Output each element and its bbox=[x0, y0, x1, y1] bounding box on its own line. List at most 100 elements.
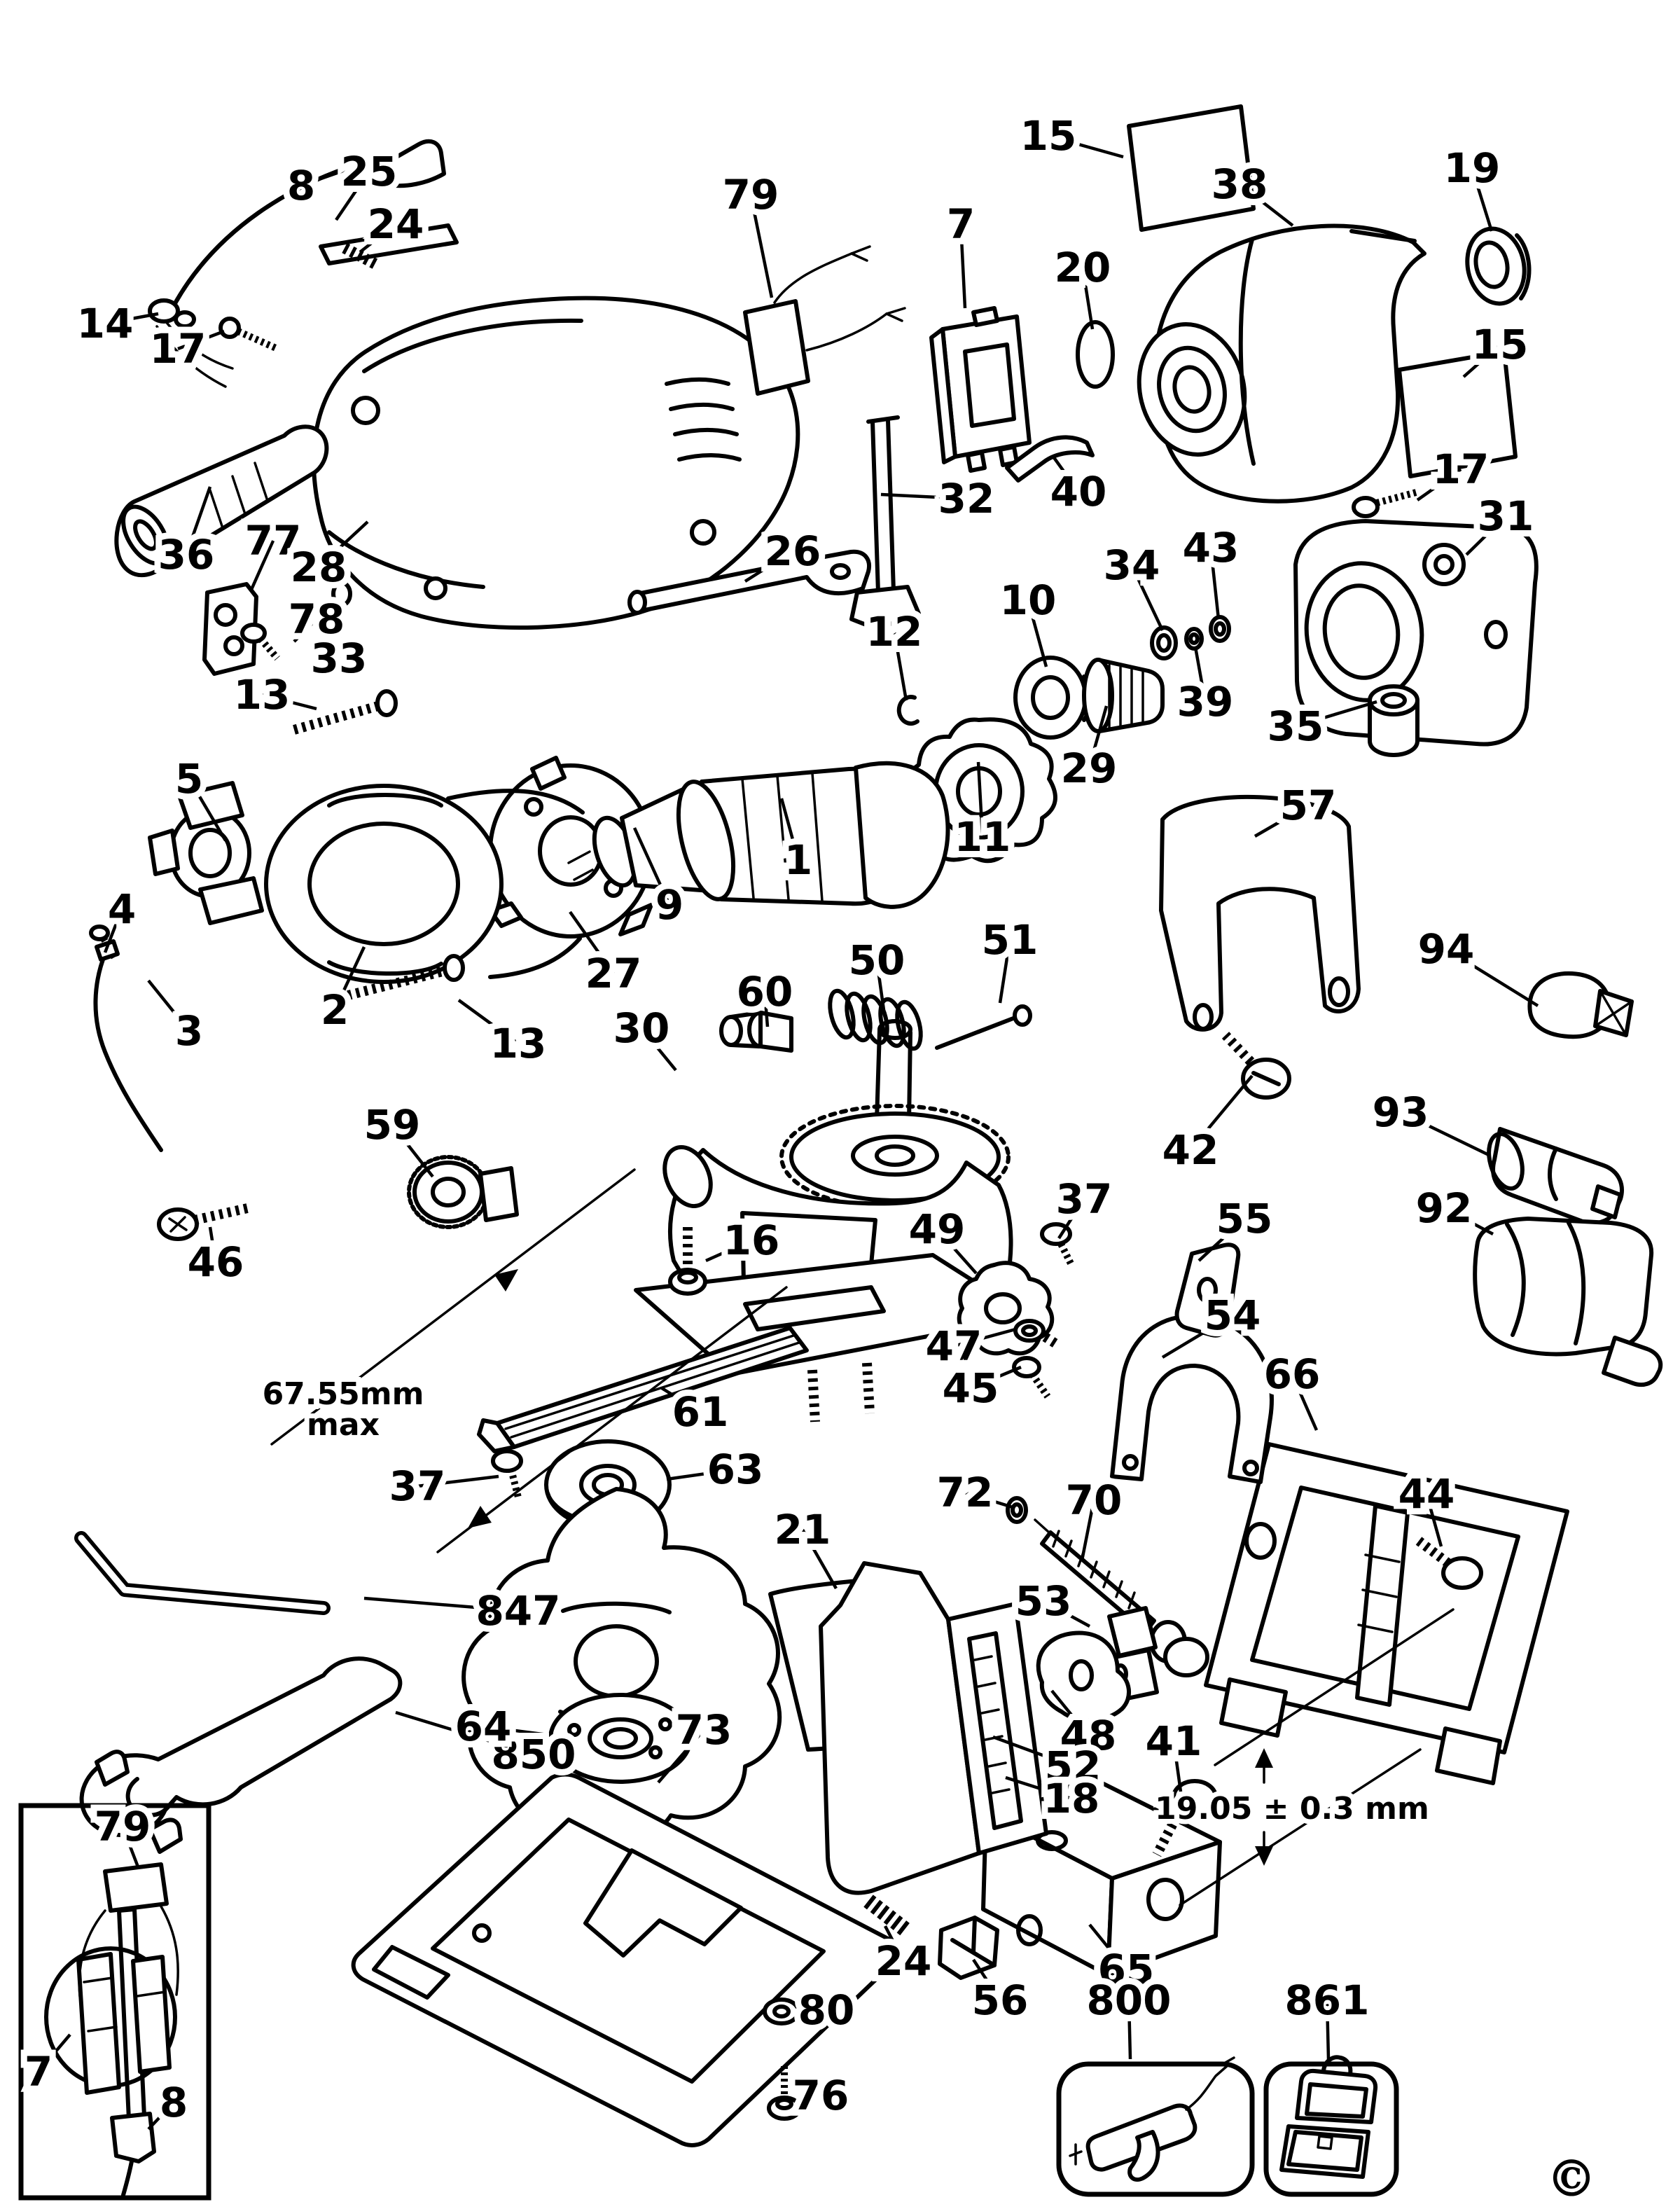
part-o-ring bbox=[1076, 320, 1115, 389]
leader-13 bbox=[457, 999, 520, 1045]
callout-79: 79 bbox=[723, 171, 779, 219]
callout-57: 57 bbox=[1280, 782, 1337, 829]
part-seal-ring bbox=[1465, 226, 1532, 306]
part-curved-fence bbox=[1110, 1314, 1274, 1484]
callout-66: 66 bbox=[1264, 1350, 1321, 1398]
part-motor-housing bbox=[1137, 223, 1426, 504]
leader-33 bbox=[337, 603, 344, 659]
part-clamshell-housing bbox=[311, 296, 800, 630]
leader-64 bbox=[483, 1724, 554, 1738]
callout-92: 92 bbox=[1416, 1184, 1473, 1232]
leader-76 bbox=[802, 2093, 821, 2103]
callout-94: 94 bbox=[1418, 925, 1475, 973]
leader-78 bbox=[293, 618, 318, 643]
part-fence-frame bbox=[1204, 1442, 1569, 1785]
leader-28 bbox=[317, 520, 369, 569]
callout-93: 93 bbox=[1373, 1088, 1429, 1136]
leader-24 bbox=[884, 1925, 905, 1962]
callout-24: 24 bbox=[368, 200, 424, 248]
leader-30 bbox=[640, 1027, 677, 1072]
part-handle-grip bbox=[114, 424, 329, 577]
part-armature bbox=[567, 761, 950, 909]
callout-56: 56 bbox=[972, 1976, 1029, 2024]
part-label-15b bbox=[1397, 349, 1518, 478]
callout-27: 27 bbox=[585, 950, 642, 997]
part-front-block bbox=[981, 1777, 1222, 1977]
callout-32: 32 bbox=[938, 475, 995, 522]
callout-28: 28 bbox=[291, 543, 347, 591]
callout-54: 54 bbox=[1205, 1292, 1261, 1339]
leader-8 bbox=[300, 152, 391, 188]
callout-20: 20 bbox=[1055, 244, 1111, 291]
callout-1: 1 bbox=[784, 836, 812, 884]
callout-847: 847 bbox=[475, 1587, 560, 1635]
leader-79 bbox=[749, 194, 774, 298]
callout-24: 24 bbox=[875, 1937, 932, 1985]
leader-4 bbox=[103, 908, 124, 953]
leader-31 bbox=[1465, 515, 1507, 556]
callout-17: 17 bbox=[150, 325, 207, 373]
callout-44: 44 bbox=[1398, 1470, 1455, 1518]
callout-12: 12 bbox=[866, 608, 923, 656]
part-knob-48 bbox=[1036, 1630, 1132, 1723]
callout-47: 47 bbox=[926, 1322, 983, 1370]
part-screw-76 bbox=[767, 2066, 802, 2121]
callout-59: 59 bbox=[364, 1101, 421, 1149]
callout-25: 25 bbox=[341, 148, 398, 195]
leader-27 bbox=[569, 910, 615, 975]
callout-15: 15 bbox=[1472, 321, 1529, 368]
leader-36 bbox=[184, 486, 212, 555]
leader-43 bbox=[1209, 547, 1221, 620]
leader-10 bbox=[1026, 600, 1048, 667]
leader-92 bbox=[1443, 1207, 1494, 1235]
leader-35 bbox=[1295, 700, 1377, 728]
callout-34: 34 bbox=[1104, 541, 1160, 589]
leader-2 bbox=[333, 946, 366, 1011]
callout-51: 51 bbox=[982, 916, 1039, 964]
part-lock-bar bbox=[627, 549, 871, 615]
part-hex-key bbox=[74, 1531, 331, 1615]
callout-48: 48 bbox=[1060, 1712, 1117, 1759]
leader-52 bbox=[992, 1735, 1074, 1768]
callout-78: 78 bbox=[289, 595, 345, 643]
callout-43: 43 bbox=[1183, 524, 1240, 572]
leader-41 bbox=[1172, 1740, 1183, 1792]
callout-70: 70 bbox=[1066, 1476, 1123, 1524]
part-pin-51 bbox=[935, 1004, 1032, 1050]
callout-30: 30 bbox=[613, 1004, 670, 1052]
part-grommet-72 bbox=[1006, 1496, 1028, 1524]
leader-24 bbox=[359, 223, 397, 254]
leader-16 bbox=[705, 1238, 752, 1263]
callout-60: 60 bbox=[737, 968, 793, 1016]
part-gear-case bbox=[1293, 519, 1539, 747]
leader-850 bbox=[395, 1710, 534, 1757]
part-inner-flange bbox=[548, 1693, 693, 1784]
callout-77: 77 bbox=[245, 517, 302, 565]
callout-80: 80 bbox=[798, 1986, 855, 2034]
part-lever-40 bbox=[1005, 435, 1095, 483]
part-screw-17b bbox=[1352, 488, 1420, 518]
part-capacitor bbox=[743, 245, 906, 396]
part-field bbox=[264, 784, 585, 984]
callout-46: 46 bbox=[188, 1238, 244, 1286]
part-screw-37b bbox=[491, 1449, 523, 1499]
callout-63: 63 bbox=[707, 1446, 764, 1493]
part-switch-slider bbox=[319, 218, 459, 265]
callout-21: 21 bbox=[775, 1506, 831, 1553]
leader-15 bbox=[1048, 134, 1124, 159]
leader-93 bbox=[1400, 1110, 1491, 1158]
leader-53 bbox=[1042, 1600, 1091, 1628]
leader-34 bbox=[1130, 565, 1165, 631]
leader-9 bbox=[632, 827, 672, 906]
part-spring-24b bbox=[863, 1895, 911, 1937]
leader-40 bbox=[1052, 455, 1080, 493]
callout-16: 16 bbox=[723, 1217, 780, 1264]
part-screw-45 bbox=[1012, 1356, 1051, 1399]
leader-65 bbox=[1088, 1923, 1127, 1971]
leader-49 bbox=[936, 1228, 978, 1275]
leader-66 bbox=[1290, 1373, 1319, 1431]
callout-41: 41 bbox=[1146, 1717, 1202, 1765]
leader-5 bbox=[188, 777, 227, 842]
